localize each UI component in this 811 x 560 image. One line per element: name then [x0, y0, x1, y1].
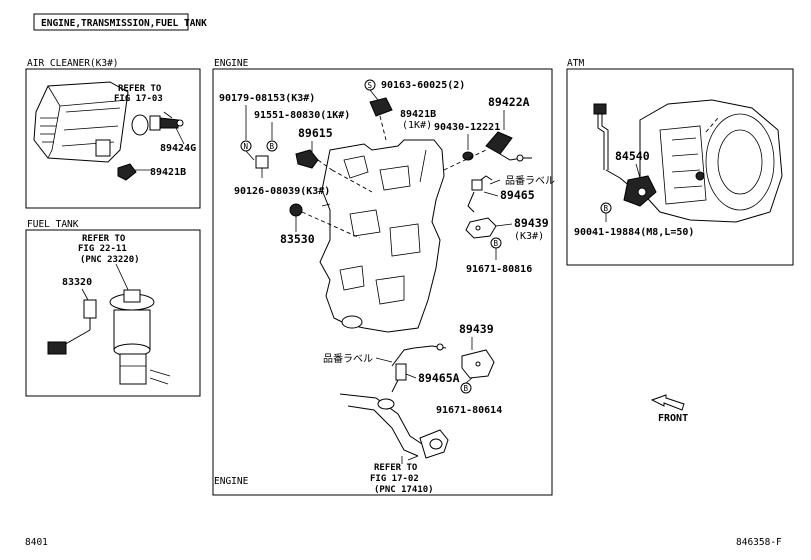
part-89421B-label-air: 89421B — [150, 167, 186, 178]
section-atm-label: ATM — [567, 58, 584, 69]
circle-s-text: S — [368, 81, 373, 90]
sensor-89421B-shape — [369, 97, 393, 117]
transmission-housing — [639, 99, 783, 223]
exhaust-pipe — [339, 393, 449, 461]
section-air-cleaner-label: AIR CLEANER(K3#) — [27, 58, 119, 69]
part-90163-label: 90163-60025(2) — [381, 80, 465, 91]
bracket-89439-bottom — [461, 349, 495, 379]
engine-block-outline — [319, 139, 445, 333]
part-90430-label: 90430-12221 — [434, 122, 500, 133]
part-89439-bot-label: 89439 — [459, 322, 494, 336]
part-89615-label: 89615 — [298, 126, 333, 140]
sensor-83530-shape — [289, 203, 303, 217]
engine-refer-line3: (PNC 17410) — [374, 485, 434, 495]
part-91671-bot-label: 91671-80614 — [436, 405, 502, 416]
part-84540-label: 84540 — [615, 149, 650, 163]
title-box — [33, 13, 189, 31]
section-engine-label: ENGINE — [214, 58, 249, 69]
engine-refer-line1: REFER TO — [374, 463, 418, 473]
note-1k: (1K#) — [402, 120, 432, 131]
jp-label-2: 品番ラベル — [323, 353, 373, 365]
part-83320-label: 83320 — [62, 277, 92, 288]
part-90126-label: 90126-08039(K3#) — [234, 186, 330, 197]
note-k3: (K3#) — [514, 231, 544, 242]
atm-frame — [566, 68, 794, 266]
circle-n-text: N — [244, 142, 249, 151]
part-91671-top-label: 91671-80816 — [466, 264, 532, 275]
fuel-tank-refer-line3: (PNC 23220) — [80, 255, 140, 265]
engine-refer-line2: FIG 17-02 — [370, 474, 419, 484]
front-arrow-icon — [650, 394, 685, 411]
circle-b2-text: B — [494, 239, 499, 248]
air-cleaner-refer-line1: REFER TO — [118, 84, 162, 94]
sensor-89615-shape — [295, 149, 319, 169]
fuel-tank-refer-line2: FIG 22-11 — [78, 244, 127, 254]
part-91551-label: 91551-80830(1K#) — [254, 110, 350, 121]
diagram-title: ENGINE,TRANSMISSION,FUEL TANK — [41, 18, 207, 29]
circle-b1-text: B — [270, 142, 275, 151]
footer-right-code: 846358-F — [736, 537, 782, 548]
part-89422A-label: 89422A — [488, 95, 530, 109]
engine-frame — [212, 68, 553, 496]
front-label: FRONT — [658, 413, 688, 424]
section-engine-label-bottom: ENGINE — [214, 476, 249, 487]
circle-b-atm-text: B — [604, 204, 609, 213]
part-89424G-label: 89424G — [160, 143, 196, 154]
part-89439-top-label: 89439 — [514, 216, 549, 230]
part-89465A-label: 89465A — [418, 371, 460, 385]
sensor-89422A-shape — [485, 131, 513, 155]
footer-left-code: 8401 — [25, 537, 48, 548]
jp-label-1: 品番ラベル — [505, 175, 555, 187]
air-cleaner-frame — [25, 68, 201, 209]
air-cleaner-refer-line2: FIG 17-03 — [114, 94, 163, 104]
fuel-tank-frame — [25, 229, 201, 397]
section-fuel-tank-label: FUEL TANK — [27, 219, 79, 230]
circle-b3-text: B — [464, 384, 469, 393]
fuel-tank-refer-line1: REFER TO — [82, 234, 126, 244]
fuel-pump-assembly — [47, 289, 171, 385]
sensor-84540-assembly — [593, 103, 657, 207]
part-83530-label: 83530 — [280, 232, 315, 246]
air-cleaner-assembly — [33, 81, 185, 181]
part-90041-label: 90041-19884(M8,L=50) — [574, 227, 694, 238]
part-89465-label: 89465 — [500, 188, 535, 202]
circle-b1-marker — [266, 140, 278, 152]
part-89421B-label-engine: 89421B — [400, 109, 436, 120]
bracket-89439-top — [465, 217, 497, 239]
part-90179-label: 90179-08153(K3#) — [219, 93, 315, 104]
